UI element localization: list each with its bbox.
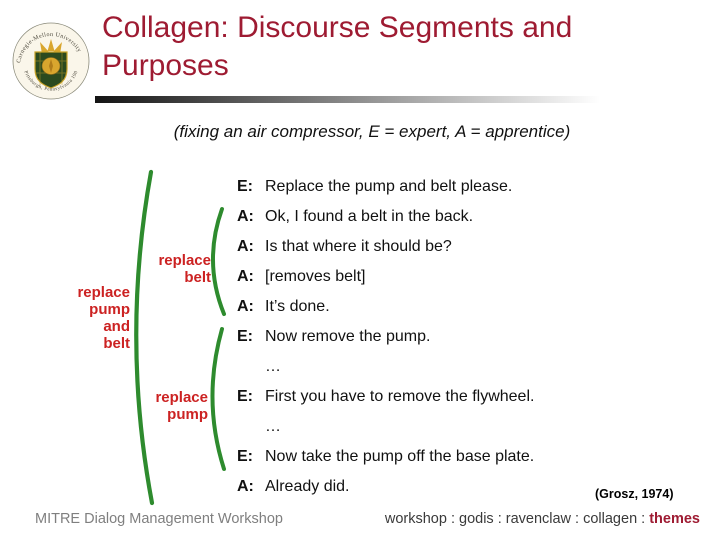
title-divider-bar <box>95 96 600 103</box>
speaker-label: E: <box>237 178 253 195</box>
utterance: … <box>265 358 281 375</box>
footer-breadcrumb-current: themes <box>649 511 700 527</box>
dialog-line: E: Now remove the pump. <box>237 322 534 352</box>
utterance: … <box>265 418 281 435</box>
dialog-line: A: Is that where it should be? <box>237 232 534 262</box>
footer-breadcrumb-prefix: workshop : godis : ravenclaw : collagen … <box>384 511 650 527</box>
dialog-line: E: Replace the pump and belt please. <box>237 172 534 202</box>
dialog-line-ellipsis: … <box>237 412 534 442</box>
dialog-line: E: First you have to remove the flywheel. <box>237 382 534 412</box>
segment-label-replace-pump: replace pump <box>155 389 208 423</box>
dialog-line: A: [removes belt] <box>237 262 534 292</box>
seal-crest <box>34 39 68 89</box>
speaker-label: A: <box>237 268 254 285</box>
bracket-replace-pump-and-belt <box>134 169 155 506</box>
dialog-line: A: It’s done. <box>237 292 534 322</box>
segment-label-replace-belt: replace belt <box>158 252 211 286</box>
bracket-replace-belt <box>210 207 226 316</box>
speaker-label: E: <box>237 328 253 345</box>
speaker-label: E: <box>237 388 253 405</box>
utterance: Is that where it should be? <box>265 238 452 255</box>
dialog-transcript: E: Replace the pump and belt please. A: Ok… <box>237 172 534 502</box>
utterance: Ok, I found a belt in the back. <box>265 208 474 225</box>
speaker-label: E: <box>237 448 253 465</box>
footer-breadcrumb: workshop : godis : ravenclaw : collagen … <box>385 511 700 527</box>
utterance: Already did. <box>265 478 350 495</box>
dialog-line: A: Already did. <box>237 472 534 502</box>
slide-subtitle: (fixing an air compressor, E = expert, A… <box>173 122 571 141</box>
speaker-label: A: <box>237 208 254 225</box>
utterance: It’s done. <box>265 298 330 315</box>
speaker-label: A: <box>237 298 254 315</box>
citation: (Grosz, 1974) <box>595 487 674 501</box>
segment-label-replace-pump-and-belt: replace pump and belt <box>77 284 130 352</box>
utterance: [removes belt] <box>265 268 366 285</box>
utterance: Replace the pump and belt please. <box>265 178 513 195</box>
dialog-line: A: Ok, I found a belt in the back. <box>237 202 534 232</box>
utterance: First you have to remove the flywheel. <box>265 388 535 405</box>
speaker-label: A: <box>237 478 254 495</box>
dialog-line: E: Now take the pump off the base plate. <box>237 442 534 472</box>
utterance: Now take the pump off the base plate. <box>265 448 535 465</box>
utterance: Now remove the pump. <box>265 328 431 345</box>
cmu-seal-logo: Carnegie-Mellon University Pittsburgh, P… <box>9 21 90 100</box>
footer-workshop-name: MITRE Dialog Management Workshop <box>35 511 283 527</box>
dialog-line-ellipsis: … <box>237 352 534 382</box>
speaker-label: A: <box>237 238 254 255</box>
bracket-replace-pump <box>210 327 226 471</box>
slide-title: Collagen: Discourse Segments and Purpose… <box>102 11 573 82</box>
